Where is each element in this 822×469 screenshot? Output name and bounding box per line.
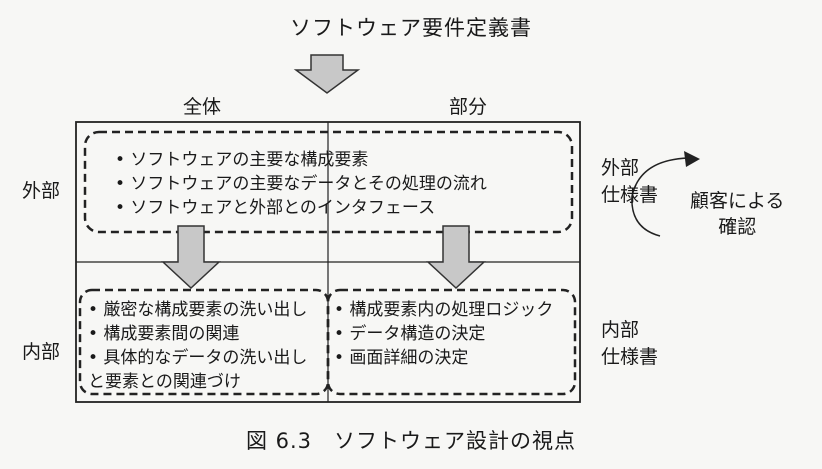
customer-confirmation-label: 顧客による 確認	[690, 188, 784, 240]
left-down-arrow	[161, 225, 221, 290]
internal-whole-dashed-group	[78, 288, 330, 396]
customer-confirm-curve	[631, 157, 689, 237]
internal-part-item: • 構成要素内の処理ロジック	[334, 300, 554, 320]
column-header-part: 部分	[449, 96, 488, 118]
internal-whole-item: • 構成要素間の関連	[88, 324, 240, 344]
row-header-external: 外部	[22, 180, 61, 202]
top-down-arrow	[293, 54, 361, 94]
internal-spec-line1: 内部	[601, 319, 640, 341]
external-item: • ソフトウェアと外部とのインタフェース	[115, 198, 436, 218]
customer-confirm-arrowhead	[684, 151, 700, 167]
customer-confirm-line2: 確認	[718, 216, 757, 238]
external-item: • ソフトウェアの主要なデータとその処理の流れ	[115, 174, 487, 194]
internal-part-item: • データ構造の決定	[334, 324, 486, 344]
internal-whole-item: と要素との関連づけ	[88, 372, 241, 392]
right-down-arrow	[426, 225, 486, 290]
customer-confirm-line1: 顧客による	[690, 190, 785, 212]
internal-part-items: • 構成要素内の処理ロジック • データ構造の決定 • 画面詳細の決定	[334, 298, 553, 370]
external-item: • ソフトウェアの主要な構成要素	[115, 150, 369, 170]
internal-part-dashed-group	[326, 288, 577, 396]
row-header-internal: 内部	[22, 341, 61, 363]
external-items: • ソフトウェアの主要な構成要素 • ソフトウェアの主要なデータとその処理の流れ…	[115, 148, 487, 220]
requirements-document-title: ソフトウェア要件定義書	[290, 16, 532, 40]
internal-whole-items: • 厳密な構成要素の洗い出し • 構成要素間の関連 • 具体的なデータの洗い出し…	[88, 298, 307, 394]
figure-caption: 図 6.3 ソフトウェア設計の視点	[245, 429, 577, 453]
external-spec-label: 外部 仕様書	[601, 155, 658, 209]
internal-whole-item: • 厳密な構成要素の洗い出し	[88, 300, 308, 320]
internal-part-item: • 画面詳細の決定	[334, 348, 469, 368]
external-spec-line2: 仕様書	[601, 184, 659, 206]
internal-spec-label: 内部 仕様書	[601, 317, 658, 371]
external-spec-line1: 外部	[601, 157, 640, 179]
internal-whole-item: • 具体的なデータの洗い出し	[88, 348, 308, 368]
column-header-whole: 全体	[183, 96, 222, 118]
internal-spec-line2: 仕様書	[601, 346, 659, 368]
